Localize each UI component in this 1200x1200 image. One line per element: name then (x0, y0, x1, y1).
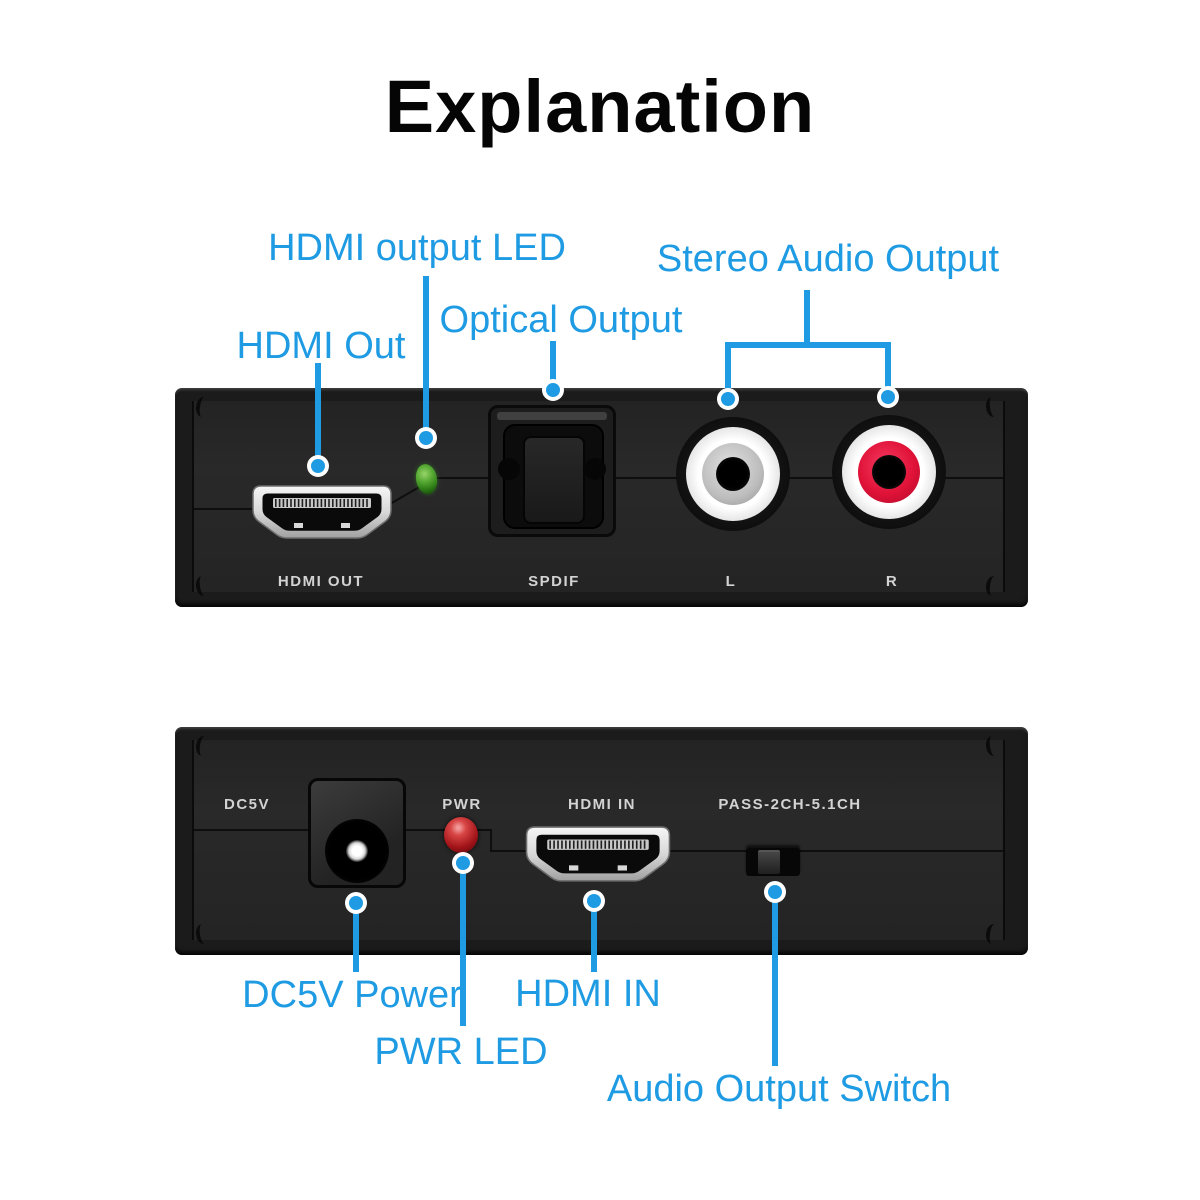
callout-dot-optical-output (542, 379, 564, 401)
callout-label-hdmi-output-led: HDMI output LED (268, 227, 566, 269)
callout-line-pwr-led (460, 863, 466, 1026)
rca-hole (872, 455, 906, 489)
callout-label-hdmi-in: HDMI IN (515, 973, 661, 1015)
callout-label-optical-output: Optical Output (439, 299, 683, 341)
rca-jack-right (832, 415, 946, 529)
callout-dot-hdmi-output-led (415, 427, 437, 449)
callout-line-stereo-stem (804, 290, 810, 345)
port-label-spdif: SPDIF (528, 573, 580, 590)
port-label-rca-left: L (725, 573, 737, 590)
port-label-dc5v: DC5V (223, 796, 271, 813)
callout-label-dc5v-power: DC5V Power (242, 974, 462, 1016)
audio-output-switch (746, 848, 800, 876)
callout-line-stereo-bracket (725, 342, 891, 348)
port-label-rca-right: R (885, 573, 899, 590)
callout-dot-audio-output-switch (764, 881, 786, 903)
dc-jack-pin (346, 840, 368, 862)
callout-line-hdmi-in (591, 901, 597, 972)
spdif-side-notch (584, 458, 606, 480)
callout-dot-hdmi-in (583, 890, 605, 912)
callout-line-dc5v-power (353, 903, 359, 972)
callout-line-hdmi-out (315, 363, 321, 466)
dc-power-jack (308, 778, 406, 888)
callout-line-audio-output-switch (772, 892, 778, 1066)
corner-notch (984, 923, 1002, 945)
spdif-port-highlight (497, 412, 607, 420)
callout-label-pwr-led: PWR LED (374, 1031, 548, 1073)
callout-line-hdmi-output-led (423, 276, 429, 438)
callout-dot-rca-right (877, 386, 899, 408)
callout-label-audio-output-switch: Audio Output Switch (606, 1068, 952, 1110)
rca-jack-left (676, 417, 790, 531)
hdmi-in-port (523, 826, 673, 884)
page-title: Explanation (384, 65, 816, 148)
spdif-optical-port (488, 405, 616, 537)
callout-line-stereo-left (725, 342, 731, 399)
panel-seam (490, 829, 492, 852)
callout-dot-rca-left (717, 388, 739, 410)
callout-line-optical-output (550, 341, 556, 390)
corner-notch (984, 575, 1002, 597)
pwr-led (444, 817, 478, 853)
panel-seam (194, 508, 304, 510)
callout-dot-pwr-led (452, 852, 474, 874)
port-label-pwr: PWR (442, 796, 482, 813)
hdmi-out-port (252, 485, 392, 541)
input-panel: DC5V PWR HDMI IN PASS-2CH-5.1CH (175, 727, 1028, 955)
callout-dot-hdmi-out (307, 455, 329, 477)
switch-knob (758, 850, 780, 874)
callout-label-hdmi-out: HDMI Out (236, 325, 406, 367)
spdif-side-notch (498, 458, 520, 480)
callout-label-stereo-audio-output: Stereo Audio Output (656, 238, 1000, 280)
dc-jack-hole (325, 819, 389, 883)
callout-line-stereo-right (885, 342, 891, 397)
port-label-hdmi-out: HDMI OUT (277, 573, 365, 590)
port-label-hdmi-in: HDMI IN (568, 796, 636, 813)
output-panel: HDMI OUT SPDIF L R (175, 388, 1028, 607)
rca-hole (716, 457, 750, 491)
port-label-audio-switch: PASS-2CH-5.1CH (718, 796, 862, 813)
spdif-port-door (523, 436, 585, 524)
callout-dot-dc5v-power (345, 892, 367, 914)
